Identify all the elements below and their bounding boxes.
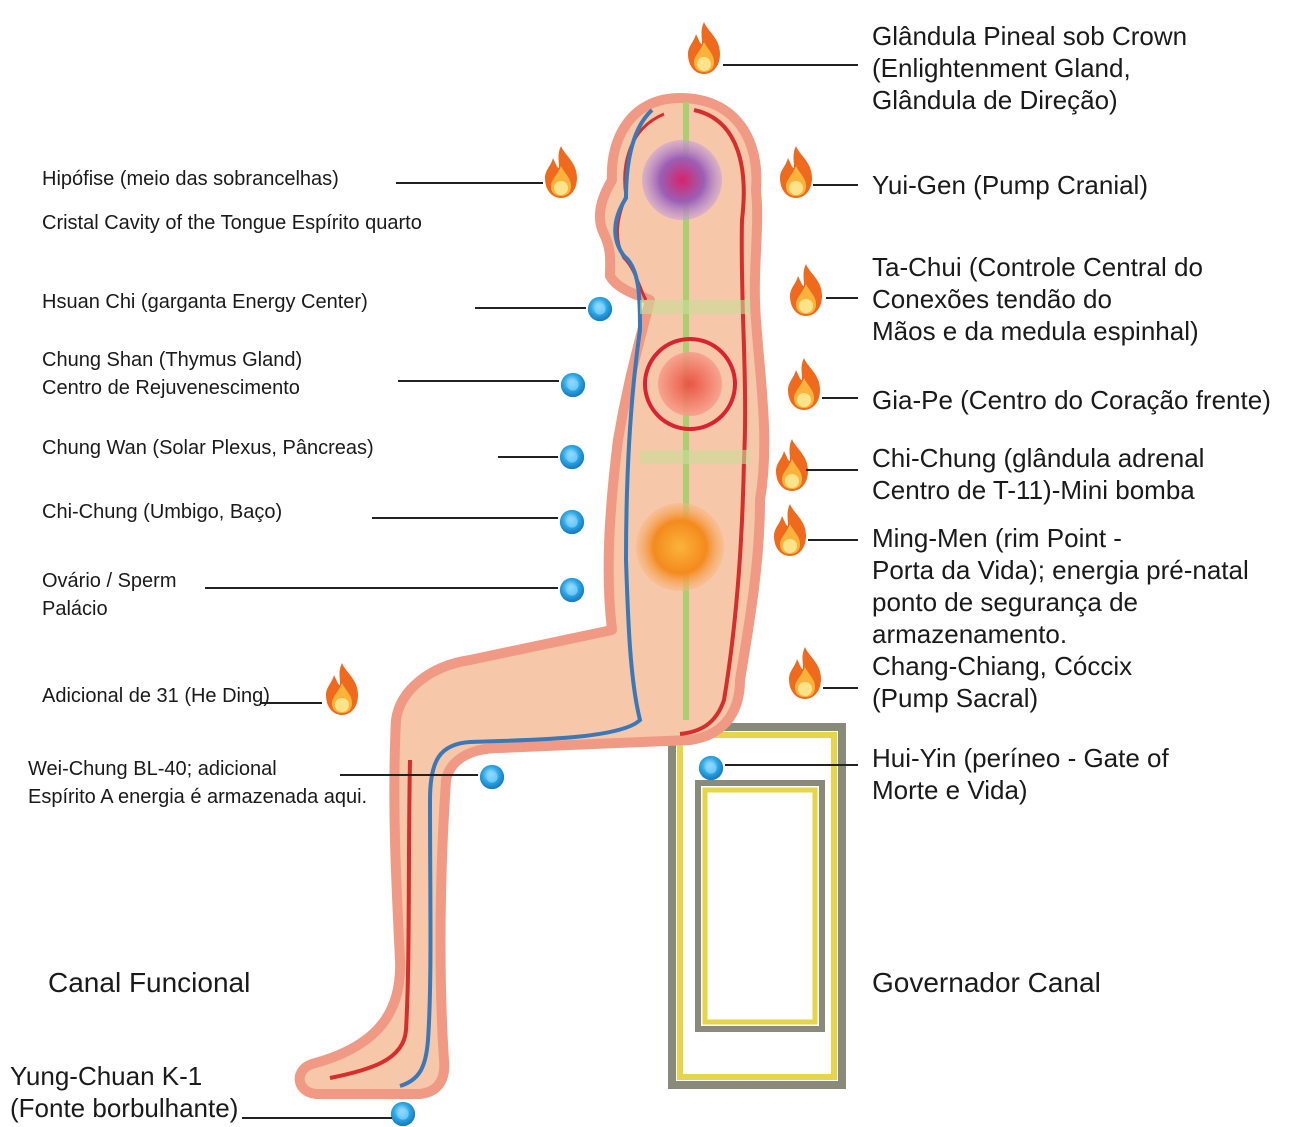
- flame-icon: [790, 264, 822, 316]
- label-line: Hsuan Chi (garganta Energy Center): [42, 288, 368, 316]
- energy-point-icon: [561, 373, 585, 397]
- label-line: Conexões tendão do: [872, 283, 1203, 315]
- label-cristal-cavity: Cristal Cavity of the Tongue Espírito qu…: [42, 209, 422, 237]
- label-line: Hui-Yin (períneo - Gate of: [872, 742, 1169, 774]
- label-line: Ta-Chui (Controle Central do: [872, 251, 1203, 283]
- label-line: (Enlightenment Gland,: [872, 52, 1187, 84]
- label-line: ponto de segurança de: [872, 586, 1249, 618]
- label-chi-chung-umbigo: Chi-Chung (Umbigo, Baço): [42, 498, 282, 526]
- label-hui-yin: Hui-Yin (períneo - Gate of Morte e Vida): [872, 742, 1169, 806]
- energy-point-icon: [391, 1102, 415, 1126]
- label-line: Chang-Chiang, Cóccix: [872, 650, 1132, 682]
- label-line: Porta da Vida); energia pré-natal: [872, 554, 1249, 586]
- label-line: Palácio: [42, 595, 176, 623]
- flame-icon: [688, 22, 720, 74]
- energy-point-icon: [560, 445, 584, 469]
- body-figure: [300, 98, 765, 1094]
- flame-icon: [789, 647, 821, 699]
- label-line: Chi-Chung (glândula adrenal: [872, 442, 1204, 474]
- label-line: (Fonte borbulhante): [10, 1092, 238, 1124]
- label-line: Ovário / Sperm: [42, 567, 176, 595]
- label-wei-chung: Wei-Chung BL-40; adicional Espírito A en…: [28, 755, 367, 811]
- navel-chakra: [636, 503, 724, 591]
- label-line: Wei-Chung BL-40; adicional: [28, 755, 367, 783]
- label-yung-chuan: Yung-Chuan K-1 (Fonte borbulhante): [10, 1060, 238, 1124]
- label-line: Glândula Pineal sob Crown: [872, 20, 1187, 52]
- label-line: (Pump Sacral): [872, 682, 1132, 714]
- flame-icon: [788, 358, 820, 410]
- label-line: Glândula de Direção): [872, 84, 1187, 116]
- label-line: Centro de Rejuvenescimento: [42, 374, 302, 402]
- label-ta-chui: Ta-Chui (Controle Central do Conexões te…: [872, 251, 1203, 347]
- label-line: Mãos e da medula espinhal): [872, 315, 1203, 347]
- energy-point-icon: [560, 510, 584, 534]
- label-pineal: Glândula Pineal sob Crown (Enlightenment…: [872, 20, 1187, 116]
- flame-icon: [776, 439, 808, 491]
- label-line: Cristal Cavity of the Tongue Espírito qu…: [42, 209, 422, 237]
- label-hipofise: Hipófise (meio das sobrancelhas): [42, 165, 339, 193]
- energy-point-icon: [699, 756, 723, 780]
- label-line: Ming-Men (rim Point -: [872, 522, 1249, 554]
- heart-center: [658, 352, 722, 416]
- caption-governor-channel: Governador Canal: [872, 967, 1101, 999]
- caption-functional-channel: Canal Funcional: [48, 967, 250, 999]
- label-ovario: Ovário / Sperm Palácio: [42, 567, 176, 623]
- label-line: Adicional de 31 (He Ding): [42, 682, 270, 710]
- label-adicional-31: Adicional de 31 (He Ding): [42, 682, 270, 710]
- label-hsuan-chi: Hsuan Chi (garganta Energy Center): [42, 288, 368, 316]
- label-line: Chung Wan (Solar Plexus, Pâncreas): [42, 434, 374, 462]
- flame-icon: [326, 663, 358, 715]
- label-line: Chung Shan (Thymus Gland): [42, 346, 302, 374]
- label-line: Chi-Chung (Umbigo, Baço): [42, 498, 282, 526]
- label-line: Gia-Pe (Centro do Coração frente): [872, 384, 1271, 416]
- label-chung-wan: Chung Wan (Solar Plexus, Pâncreas): [42, 434, 374, 462]
- label-line: Hipófise (meio das sobrancelhas): [42, 165, 339, 193]
- flame-icon: [774, 504, 806, 556]
- label-chi-chung-adrenal: Chi-Chung (glândula adrenal Centro de T-…: [872, 442, 1204, 506]
- label-line: Yung-Chuan K-1: [10, 1060, 238, 1092]
- energy-point-icon: [480, 765, 504, 789]
- energy-point-icon: [588, 297, 612, 321]
- energy-point-icon: [560, 578, 584, 602]
- flame-icon: [780, 146, 812, 198]
- label-line: Espírito A energia é armazenada aqui.: [28, 783, 367, 811]
- stool: [672, 727, 842, 1085]
- label-ming-men: Ming-Men (rim Point - Porta da Vida); en…: [872, 522, 1249, 650]
- label-chang-chiang: Chang-Chiang, Cóccix (Pump Sacral): [872, 650, 1132, 714]
- label-line: armazenamento.: [872, 618, 1249, 650]
- label-gia-pe: Gia-Pe (Centro do Coração frente): [872, 384, 1271, 416]
- crown-chakra: [642, 140, 722, 220]
- flame-icon: [545, 146, 577, 198]
- label-yui-gen: Yui-Gen (Pump Cranial): [872, 169, 1148, 201]
- label-line: Yui-Gen (Pump Cranial): [872, 169, 1148, 201]
- label-chung-shan: Chung Shan (Thymus Gland) Centro de Reju…: [42, 346, 302, 402]
- label-line: Morte e Vida): [872, 774, 1169, 806]
- label-line: Centro de T-11)-Mini bomba: [872, 474, 1204, 506]
